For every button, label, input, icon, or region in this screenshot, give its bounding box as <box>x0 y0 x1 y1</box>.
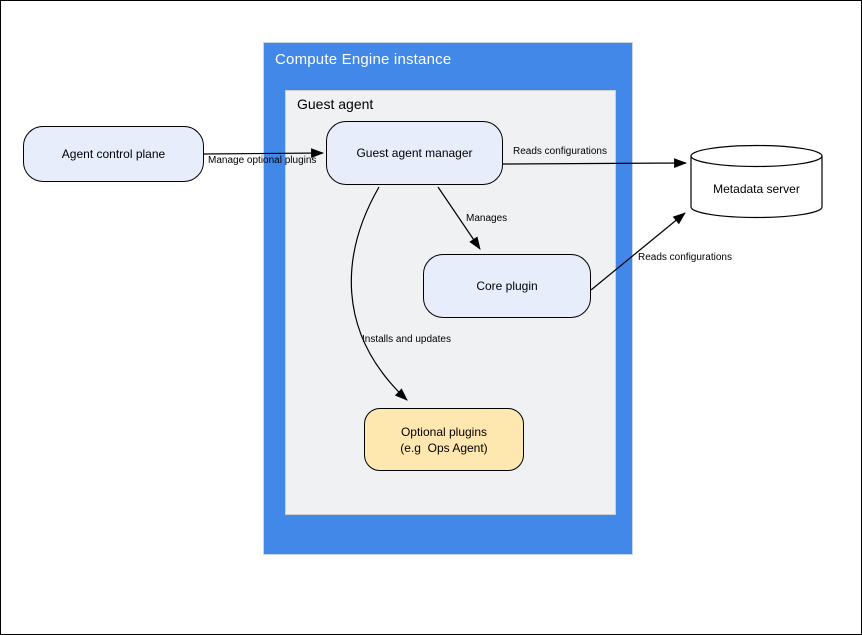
node-metadata-server: Metadata server <box>690 144 823 219</box>
edge-label-manages: Manages <box>466 213 508 224</box>
node-optional-plugins: Optional plugins (e.g Ops Agent) <box>364 408 524 471</box>
metadata-server-label: Metadata server <box>713 181 800 196</box>
edge-label-manage-optional-plugins: Manage optional plugins <box>208 155 317 166</box>
optional-plugins-label-line1: Optional plugins <box>400 424 488 439</box>
guest-agent-manager-label: Guest agent manager <box>356 146 473 160</box>
compute-engine-instance-title: Compute Engine instance <box>275 51 452 68</box>
node-guest-agent-manager: Guest agent manager <box>326 121 503 185</box>
edge-label-reads-configurations-core: Reads configurations <box>638 252 732 263</box>
optional-plugins-label-line2: (e.g Ops Agent) <box>400 440 488 455</box>
edge-label-reads-configurations-manager: Reads configurations <box>513 146 607 157</box>
core-plugin-label: Core plugin <box>476 279 538 293</box>
database-cylinder-icon <box>690 144 823 219</box>
guest-agent-title: Guest agent <box>297 96 374 112</box>
node-core-plugin: Core plugin <box>423 254 591 318</box>
edge-label-installs-and-updates: Installs and updates <box>362 334 451 345</box>
agent-control-plane-label: Agent control plane <box>61 147 166 161</box>
node-agent-control-plane: Agent control plane <box>23 126 204 182</box>
